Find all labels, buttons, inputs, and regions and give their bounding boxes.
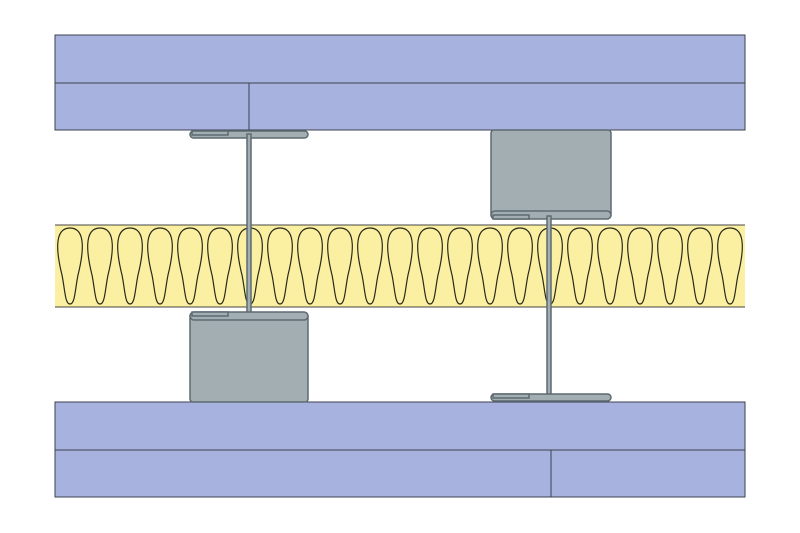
stud-left-top-lip [191, 130, 229, 136]
insulation-lobe [87, 227, 113, 305]
insulation-lobe [657, 227, 683, 305]
insulation-lobe [297, 227, 323, 305]
insulation-lobe [117, 227, 143, 305]
insulation-lobe [207, 227, 233, 305]
insulation-lobe [567, 227, 593, 305]
plasterboard-layers [54, 34, 746, 498]
plasterboard-bottom-outer-left [54, 449, 552, 498]
insulation-lobe [627, 227, 653, 305]
channel-right-inner-lip [492, 214, 530, 220]
plasterboard-top-outer [54, 34, 746, 84]
insulation-lobe [748, 228, 773, 304]
stud-left-web [246, 133, 252, 317]
stud-right-web [546, 215, 552, 399]
stud-right-bottom-lip [492, 393, 530, 399]
insulation-lobe [177, 227, 203, 305]
plasterboard-top-inner-left [54, 82, 250, 131]
plasterboard-top-inner-right [248, 82, 746, 131]
insulation-lobe [357, 227, 383, 305]
insulation-layer [55, 224, 773, 308]
insulation-lobe [717, 227, 743, 305]
insulation-lobe [597, 227, 623, 305]
steel-studs [189, 129, 612, 403]
insulation-lobes [57, 227, 773, 305]
insulation-lobe [687, 227, 713, 305]
channel-right [490, 129, 612, 219]
plasterboard-bottom-inner [54, 401, 746, 451]
insulation-lobe [477, 227, 503, 305]
insulation-lobe [327, 227, 353, 305]
channel-left [189, 312, 309, 403]
channel-left-inner-lip [191, 311, 229, 317]
insulation-lobe [57, 227, 83, 305]
insulation-fill [55, 225, 745, 307]
insulation-lobe [147, 227, 173, 305]
insulation-lobe [387, 227, 413, 305]
insulation-lobe [417, 227, 443, 305]
plasterboard-bottom-outer-right [550, 449, 746, 498]
insulation-lobe [507, 227, 533, 305]
insulation-lobe [267, 227, 293, 305]
insulation-lobe [447, 227, 473, 305]
